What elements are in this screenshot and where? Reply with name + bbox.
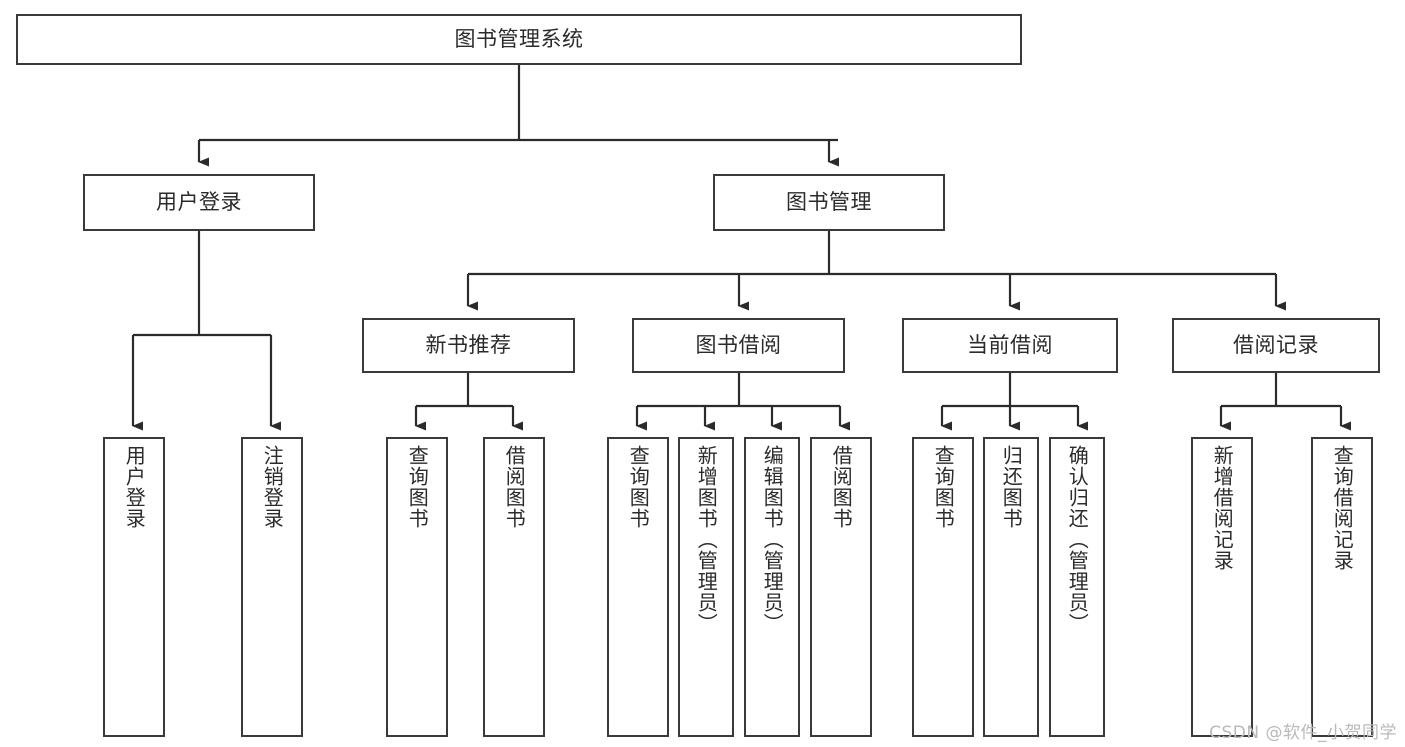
node-label: 借阅图书: [502, 445, 527, 529]
node-leaf-return-book[interactable]: 归还图书: [983, 437, 1039, 737]
node-borrow-record[interactable]: 借阅记录: [1172, 318, 1380, 373]
node-label: 查询图书: [931, 445, 956, 529]
node-leaf-add-book-admin[interactable]: 新增图书（管理员）: [678, 437, 734, 737]
node-label: 新增图书（管理员）: [694, 445, 719, 634]
node-label: 确认归还（管理员）: [1065, 445, 1090, 634]
node-label: 编辑图书（管理员）: [760, 445, 785, 634]
node-leaf-borrow-book[interactable]: 借阅图书: [810, 437, 872, 737]
node-label: 注销登录: [260, 445, 285, 529]
node-label: 借阅记录: [1233, 332, 1319, 357]
node-leaf-query-book-borrow[interactable]: 查询图书: [607, 437, 669, 737]
node-user-login[interactable]: 用户登录: [83, 174, 315, 231]
node-book-borrow[interactable]: 图书借阅: [632, 318, 845, 373]
node-leaf-query-borrow-record[interactable]: 查询借阅记录: [1311, 437, 1373, 737]
node-label: 新书推荐: [425, 332, 512, 357]
node-root-book-management-system[interactable]: 图书管理系统: [16, 14, 1022, 65]
node-leaf-confirm-return-admin[interactable]: 确认归还（管理员）: [1049, 437, 1105, 737]
node-label: 用户登录: [156, 189, 242, 214]
node-leaf-query-book-recommend[interactable]: 查询图书: [386, 437, 448, 737]
node-label: 归还图书: [999, 445, 1024, 529]
node-label: 查询图书: [626, 445, 651, 529]
node-label: 借阅图书: [829, 445, 854, 529]
node-leaf-edit-book-admin[interactable]: 编辑图书（管理员）: [744, 437, 800, 737]
node-leaf-user-login[interactable]: 用户登录: [103, 437, 165, 737]
node-label: 查询图书: [405, 445, 430, 529]
node-leaf-add-borrow-record[interactable]: 新增借阅记录: [1191, 437, 1253, 737]
node-leaf-borrow-book-recommend[interactable]: 借阅图书: [483, 437, 545, 737]
node-label: 新增借阅记录: [1210, 445, 1235, 571]
node-label: 当前借阅: [967, 332, 1053, 357]
watermark: CSDN @软件_小贺同学: [1209, 723, 1397, 743]
node-label: 用户登录: [122, 445, 147, 529]
node-book-management[interactable]: 图书管理: [713, 174, 945, 231]
node-label: 图书管理: [786, 189, 872, 214]
node-current-borrow[interactable]: 当前借阅: [902, 318, 1118, 373]
node-leaf-query-book-current[interactable]: 查询图书: [912, 437, 974, 737]
node-label: 图书管理系统: [454, 26, 584, 51]
node-leaf-logout[interactable]: 注销登录: [241, 437, 303, 737]
node-label: 查询借阅记录: [1330, 445, 1355, 571]
node-label: 图书借阅: [695, 332, 782, 357]
node-new-book-recommend[interactable]: 新书推荐: [362, 318, 575, 373]
